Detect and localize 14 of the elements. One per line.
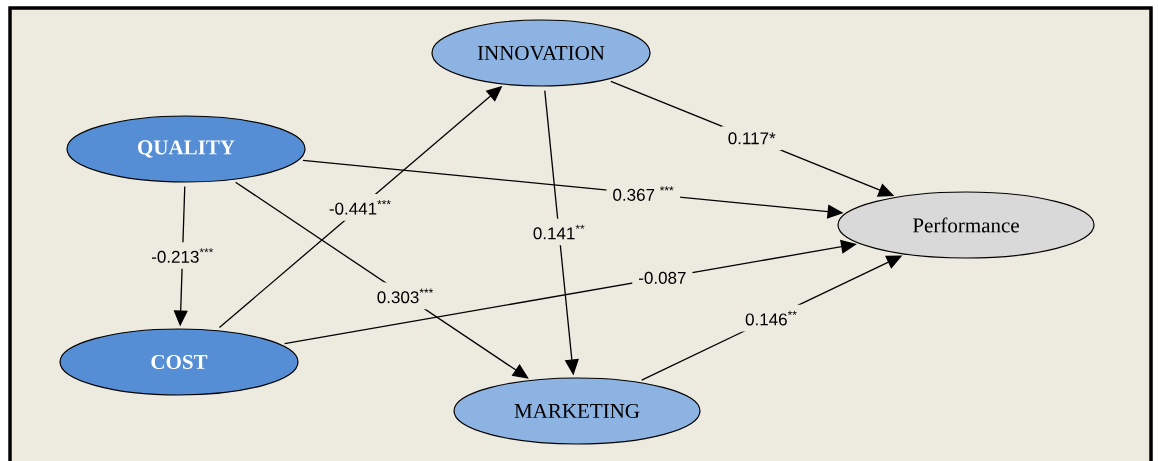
edge-label: -0.087: [632, 265, 693, 290]
edge-label: -0.441$^{***}$: [322, 194, 398, 221]
edge-label: 0.146$^{**}$: [739, 304, 804, 332]
edge-label: 0.367 $^{***}$: [606, 180, 681, 207]
ellipse-node: COST: [59, 328, 299, 396]
ellipse-node: INNOVATION: [431, 19, 651, 87]
ellipse-node: QUALITY: [66, 115, 306, 183]
edge-label: -0.213$^{***}$: [145, 242, 220, 269]
ellipse-node: MARKETING: [453, 377, 701, 445]
edge-label: 0.303$^{***}$: [370, 282, 440, 310]
edge-label: 0.117*: [721, 126, 782, 151]
ellipse-node: Performance: [837, 191, 1095, 259]
arrow: [283, 239, 857, 345]
arrow: [234, 181, 529, 379]
